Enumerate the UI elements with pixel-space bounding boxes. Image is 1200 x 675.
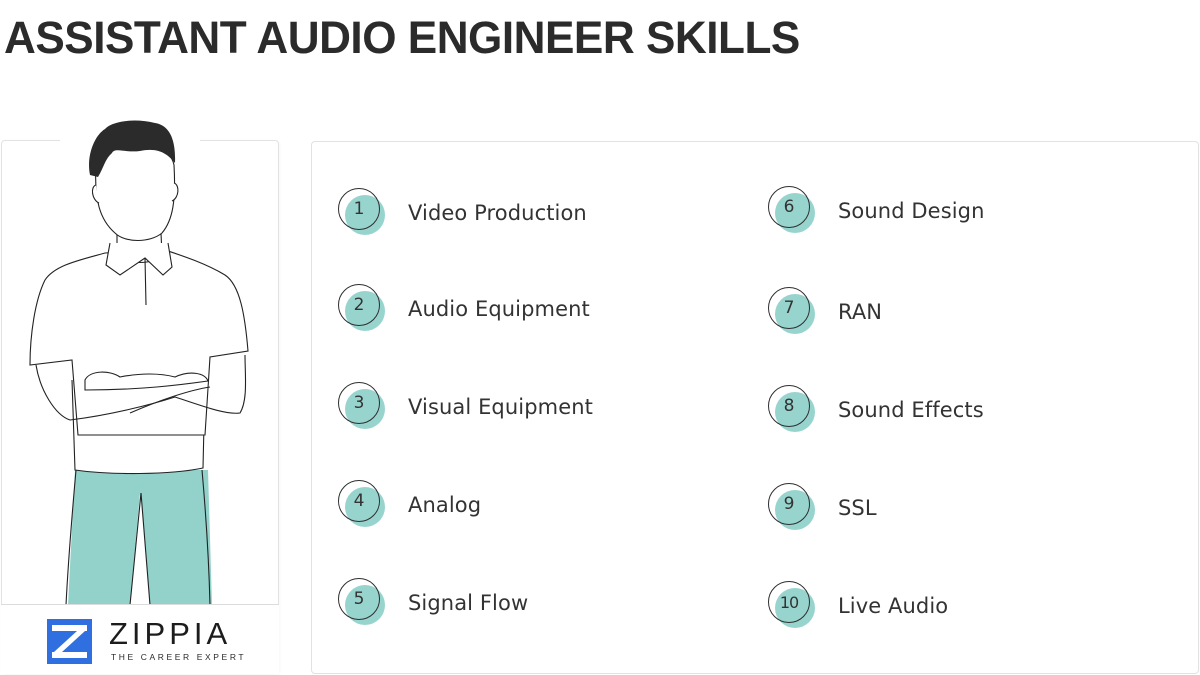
- person-illustration-icon: [29, 120, 249, 605]
- number-badge: 9: [768, 483, 818, 533]
- page-title: ASSISTANT AUDIO ENGINEER SKILLS: [4, 12, 800, 63]
- skill-label: Signal Flow: [408, 591, 529, 615]
- number-badge: 2: [338, 284, 388, 334]
- skill-item: 3 Visual Equipment: [338, 382, 593, 432]
- skill-item: 6 Sound Design: [768, 186, 985, 236]
- skill-item: 8 Sound Effects: [768, 385, 984, 435]
- skill-label: Analog: [408, 493, 482, 517]
- skill-label: Sound Design: [838, 199, 985, 223]
- number-badge: 5: [338, 578, 388, 628]
- brand-footer: ZIPPIA THE CAREER EXPERT: [1, 604, 279, 674]
- skill-item: 5 Signal Flow: [338, 578, 528, 628]
- number-badge: 1: [338, 188, 388, 238]
- number-badge: 8: [768, 385, 818, 435]
- brand-name: ZIPPIA: [109, 616, 232, 651]
- skill-label: Audio Equipment: [408, 297, 590, 321]
- skill-label: Visual Equipment: [408, 395, 593, 419]
- number-badge: 10: [768, 581, 818, 631]
- zippia-logo-icon: [47, 619, 92, 664]
- skill-item: 10 Live Audio: [768, 581, 948, 631]
- number-badge: 7: [768, 287, 818, 337]
- skill-item: 4 Analog: [338, 480, 481, 530]
- skills-card: [311, 141, 1199, 674]
- skill-label: RAN: [838, 300, 883, 324]
- number-badge: 3: [338, 382, 388, 432]
- skill-item: 1 Video Production: [338, 188, 587, 238]
- skill-label: Sound Effects: [838, 398, 984, 422]
- brand-tagline: THE CAREER EXPERT: [111, 652, 247, 662]
- number-badge: 6: [768, 186, 818, 236]
- skill-label: Live Audio: [838, 594, 949, 618]
- number-badge: 4: [338, 480, 388, 530]
- skill-label: Video Production: [408, 201, 587, 225]
- skill-label: SSL: [838, 496, 877, 520]
- skill-item: 7 RAN: [768, 287, 882, 337]
- skill-item: 9 SSL: [768, 483, 877, 533]
- skill-item: 2 Audio Equipment: [338, 284, 590, 334]
